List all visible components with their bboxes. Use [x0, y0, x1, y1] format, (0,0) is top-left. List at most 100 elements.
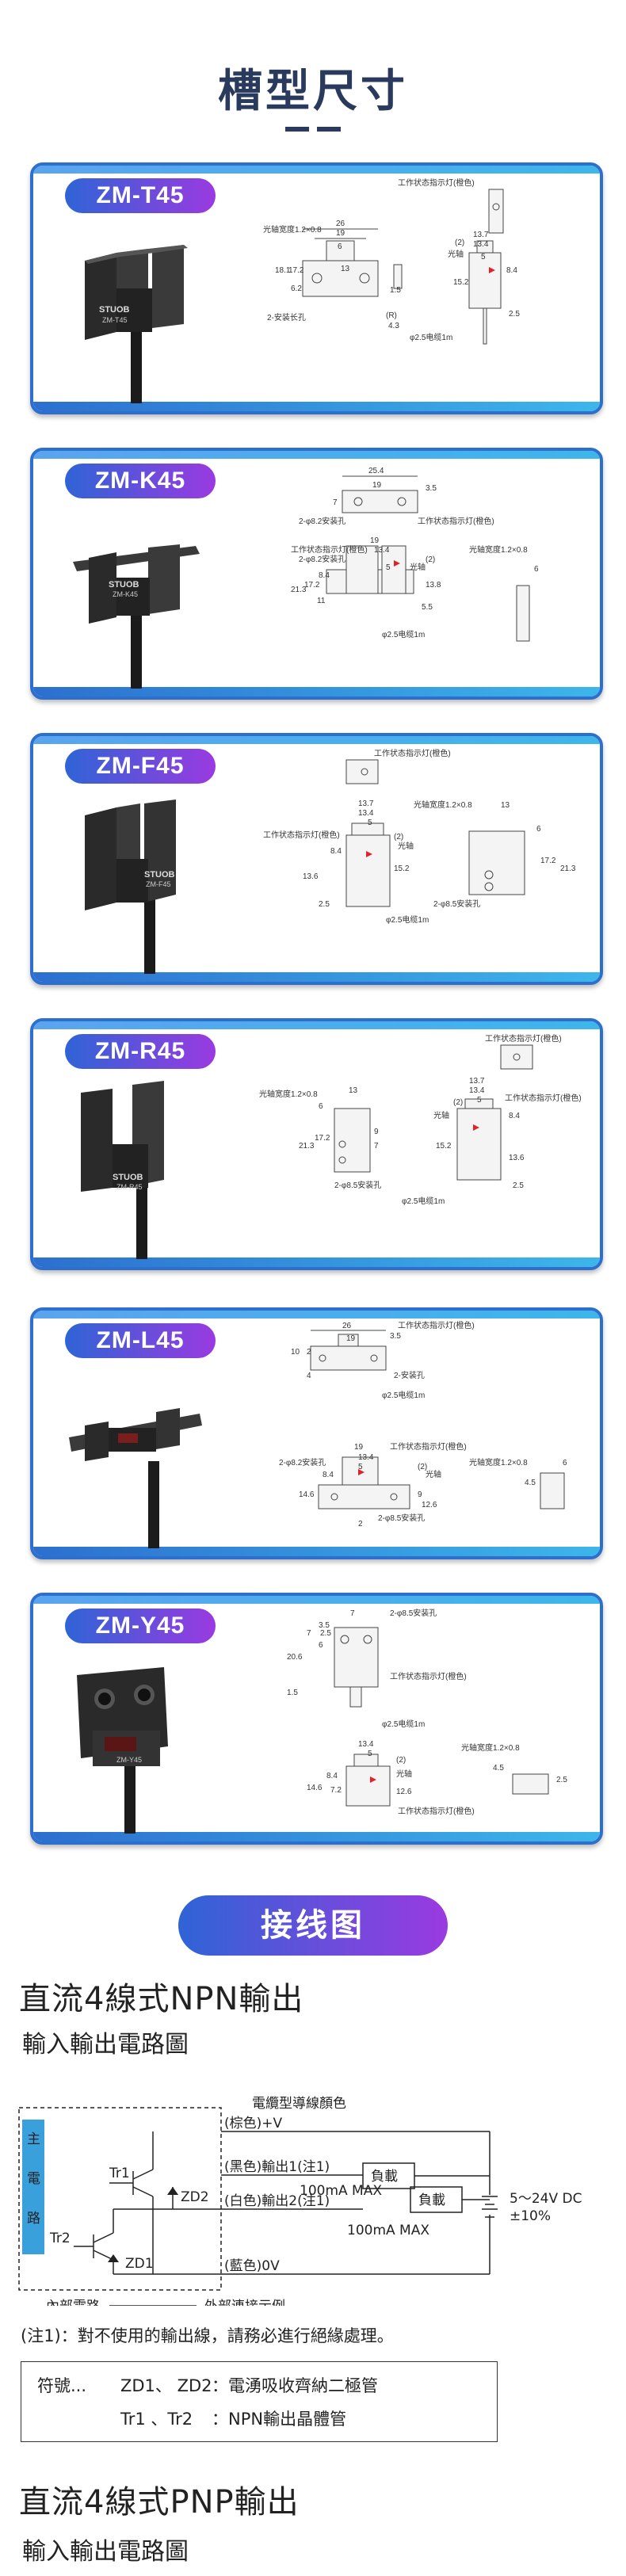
svg-text:光轴宽度1.2×0.8: 光轴宽度1.2×0.8: [414, 800, 472, 810]
svg-text:2.5: 2.5: [513, 1181, 524, 1190]
svg-text:7: 7: [307, 1629, 311, 1638]
svg-text:7: 7: [374, 1142, 379, 1151]
svg-text:(2): (2): [455, 239, 464, 247]
svg-text:19: 19: [346, 1334, 356, 1343]
model-badge: ZM-K45: [65, 464, 216, 498]
svg-text:19: 19: [370, 536, 380, 545]
svg-text:14.6: 14.6: [307, 1784, 323, 1792]
svg-text:21.3: 21.3: [291, 586, 307, 594]
svg-text:9: 9: [418, 1490, 422, 1499]
wiring-diagram-badge: 接线图: [178, 1895, 448, 1956]
sensor-photo: STUOB ZM-T45: [85, 245, 188, 403]
svg-text:5: 5: [358, 1463, 363, 1471]
card-zm-k45: ZM-K45 STUOB ZM-K45 25.4 19 3.5 7 2-φ8.2…: [30, 448, 603, 700]
card-zm-y45: ZM-Y45 ZM-Y45 7 3.5 2.5 7 6 20.6 1.5 2-φ…: [30, 1593, 603, 1845]
svg-text:光轴宽度1.2×0.8: 光轴宽度1.2×0.8: [469, 1457, 528, 1467]
body-model-label: ZM-T45: [102, 316, 128, 324]
svg-text:8.4: 8.4: [323, 1471, 334, 1479]
svg-text:26: 26: [336, 219, 345, 228]
svg-text:4: 4: [307, 1372, 311, 1380]
svg-text:Tr1: Tr1: [109, 2166, 130, 2181]
svg-text:9: 9: [374, 1128, 379, 1136]
svg-text:5: 5: [386, 563, 391, 572]
card-zm-t45: ZM-T45 STUOB ZM-T45 工作状态指示灯(橙色) 光轴宽度1.2×…: [30, 162, 603, 414]
svg-text:2-φ8.2安装孔: 2-φ8.2安装孔: [279, 1457, 326, 1467]
svg-text:17.2: 17.2: [304, 581, 320, 590]
dimension-drawing: 7 3.5 2.5 7 6 20.6 1.5 2-φ8.5安装孔 工作状态指示灯…: [287, 1608, 567, 1816]
svg-text:8.4: 8.4: [326, 1772, 338, 1780]
svg-text:8.4: 8.4: [330, 847, 342, 856]
svg-text:2.5: 2.5: [556, 1776, 567, 1784]
card-zm-r45: ZM-R45 STUOB ZM-R45 工作状态指示灯(橙色) 光轴宽度1.2×…: [30, 1018, 603, 1270]
svg-text:負載: 負載: [371, 2169, 398, 2185]
svg-text:電纜型導線顏色: 電纜型導線顏色: [252, 2096, 346, 2112]
svg-text:工作状态指示灯(橙色): 工作状态指示灯(橙色): [263, 830, 340, 840]
svg-text:1.5: 1.5: [390, 286, 401, 295]
svg-text:14.6: 14.6: [299, 1490, 315, 1499]
svg-text:13.6: 13.6: [303, 872, 319, 881]
svg-text:3.5: 3.5: [390, 1332, 401, 1341]
svg-text:2-φ8.5安装孔: 2-φ8.5安装孔: [334, 1180, 381, 1190]
svg-text:6: 6: [563, 1459, 567, 1467]
dimension-drawing: 工作状态指示灯(橙色) 光轴宽度1.2×0.8 13 6 21.3 17.2 9…: [259, 1033, 582, 1206]
svg-text:ZM-K45: ZM-K45: [113, 590, 138, 598]
svg-text:13: 13: [349, 1086, 358, 1095]
svg-text:7.2: 7.2: [330, 1786, 342, 1795]
svg-text:8.4: 8.4: [506, 266, 517, 275]
svg-text:(棕色)+V: (棕色)+V: [224, 2116, 283, 2131]
svg-text:5.5: 5.5: [422, 603, 433, 612]
svg-text:工作状态指示灯(橙色): 工作状态指示灯(橙色): [291, 544, 368, 555]
svg-text:負載: 負載: [418, 2192, 445, 2208]
svg-text:±10%: ±10%: [510, 2208, 551, 2224]
svg-text:工作状态指示灯(橙色): 工作状态指示灯(橙色): [390, 1671, 467, 1681]
svg-text:光轴宽度1.2×0.8: 光轴宽度1.2×0.8: [259, 1089, 318, 1099]
svg-text:19: 19: [336, 229, 345, 238]
sensor-photo: STUOB ZM-K45: [73, 544, 200, 689]
svg-text:12.6: 12.6: [422, 1501, 437, 1509]
svg-text:6: 6: [534, 565, 539, 574]
svg-text:19: 19: [372, 481, 382, 490]
pnp-section-subtitle: 輸入輸出電路圖: [22, 2538, 189, 2566]
svg-text:φ2.5电缆1m: φ2.5电缆1m: [410, 332, 452, 342]
svg-text:6.2: 6.2: [291, 284, 302, 293]
model-badge: ZM-T45: [65, 178, 216, 213]
svg-text:15.2: 15.2: [453, 278, 469, 287]
svg-text:工作状态指示灯(橙色): 工作状态指示灯(橙色): [398, 177, 475, 188]
model-badge: ZM-Y45: [65, 1609, 216, 1643]
svg-text:工作状态指示灯(橙色): 工作状态指示灯(橙色): [485, 1033, 562, 1044]
svg-text:6: 6: [338, 242, 342, 251]
svg-text:工作状态指示灯(橙色): 工作状态指示灯(橙色): [390, 1441, 467, 1452]
svg-text:ZD2: ZD2: [181, 2189, 209, 2205]
dimension-drawing: 26 19 3.5 工作状态指示灯(橙色) 10 2 4 2-安装孔 φ2.5电…: [279, 1320, 567, 1528]
svg-text:5: 5: [368, 1750, 372, 1758]
svg-text:25.4: 25.4: [368, 467, 384, 475]
svg-text:Tr2: Tr2: [49, 2231, 71, 2246]
svg-text:2: 2: [307, 1348, 311, 1357]
svg-text:3.5: 3.5: [319, 1621, 330, 1630]
svg-text:7: 7: [350, 1609, 355, 1618]
svg-text:21.3: 21.3: [299, 1142, 315, 1151]
svg-text:100mA MAX: 100mA MAX: [347, 2223, 429, 2238]
svg-text:13.4: 13.4: [473, 240, 489, 249]
svg-text:電: 電: [27, 2171, 40, 2187]
svg-text:15.2: 15.2: [394, 864, 410, 873]
svg-text:19: 19: [354, 1443, 364, 1452]
svg-text:13.7: 13.7: [473, 231, 489, 239]
symbol-legend: 符號... ZD1、 ZD2 ：電湧吸收齊納二極管 Tr1 、Tr2 ：NPN輸…: [21, 2361, 498, 2442]
svg-text:4.3: 4.3: [388, 322, 399, 330]
svg-text:光轴: 光轴: [426, 1469, 441, 1479]
svg-text:2: 2: [358, 1520, 363, 1528]
svg-text:13.4: 13.4: [358, 809, 374, 818]
svg-text:(2): (2): [394, 833, 403, 841]
svg-text:φ2.5电缆1m: φ2.5电缆1m: [402, 1196, 445, 1206]
svg-text:φ2.5电缆1m: φ2.5电缆1m: [382, 629, 425, 639]
svg-text:工作状态指示灯(橙色): 工作状态指示灯(橙色): [418, 516, 494, 526]
svg-text:5～24V DC: 5～24V DC: [510, 2191, 582, 2207]
sensor-photo: ZM-Y45: [77, 1667, 168, 1834]
svg-text:2.5: 2.5: [320, 1629, 331, 1638]
svg-text:光轴: 光轴: [396, 1769, 412, 1779]
svg-text:26: 26: [342, 1322, 352, 1330]
svg-text:13.8: 13.8: [426, 581, 441, 590]
svg-text:6: 6: [319, 1641, 323, 1650]
card-zm-f45: ZM-F45 STUOB ZM-F45 工作状态指示灯(橙色) 13.7 13.…: [30, 733, 603, 985]
